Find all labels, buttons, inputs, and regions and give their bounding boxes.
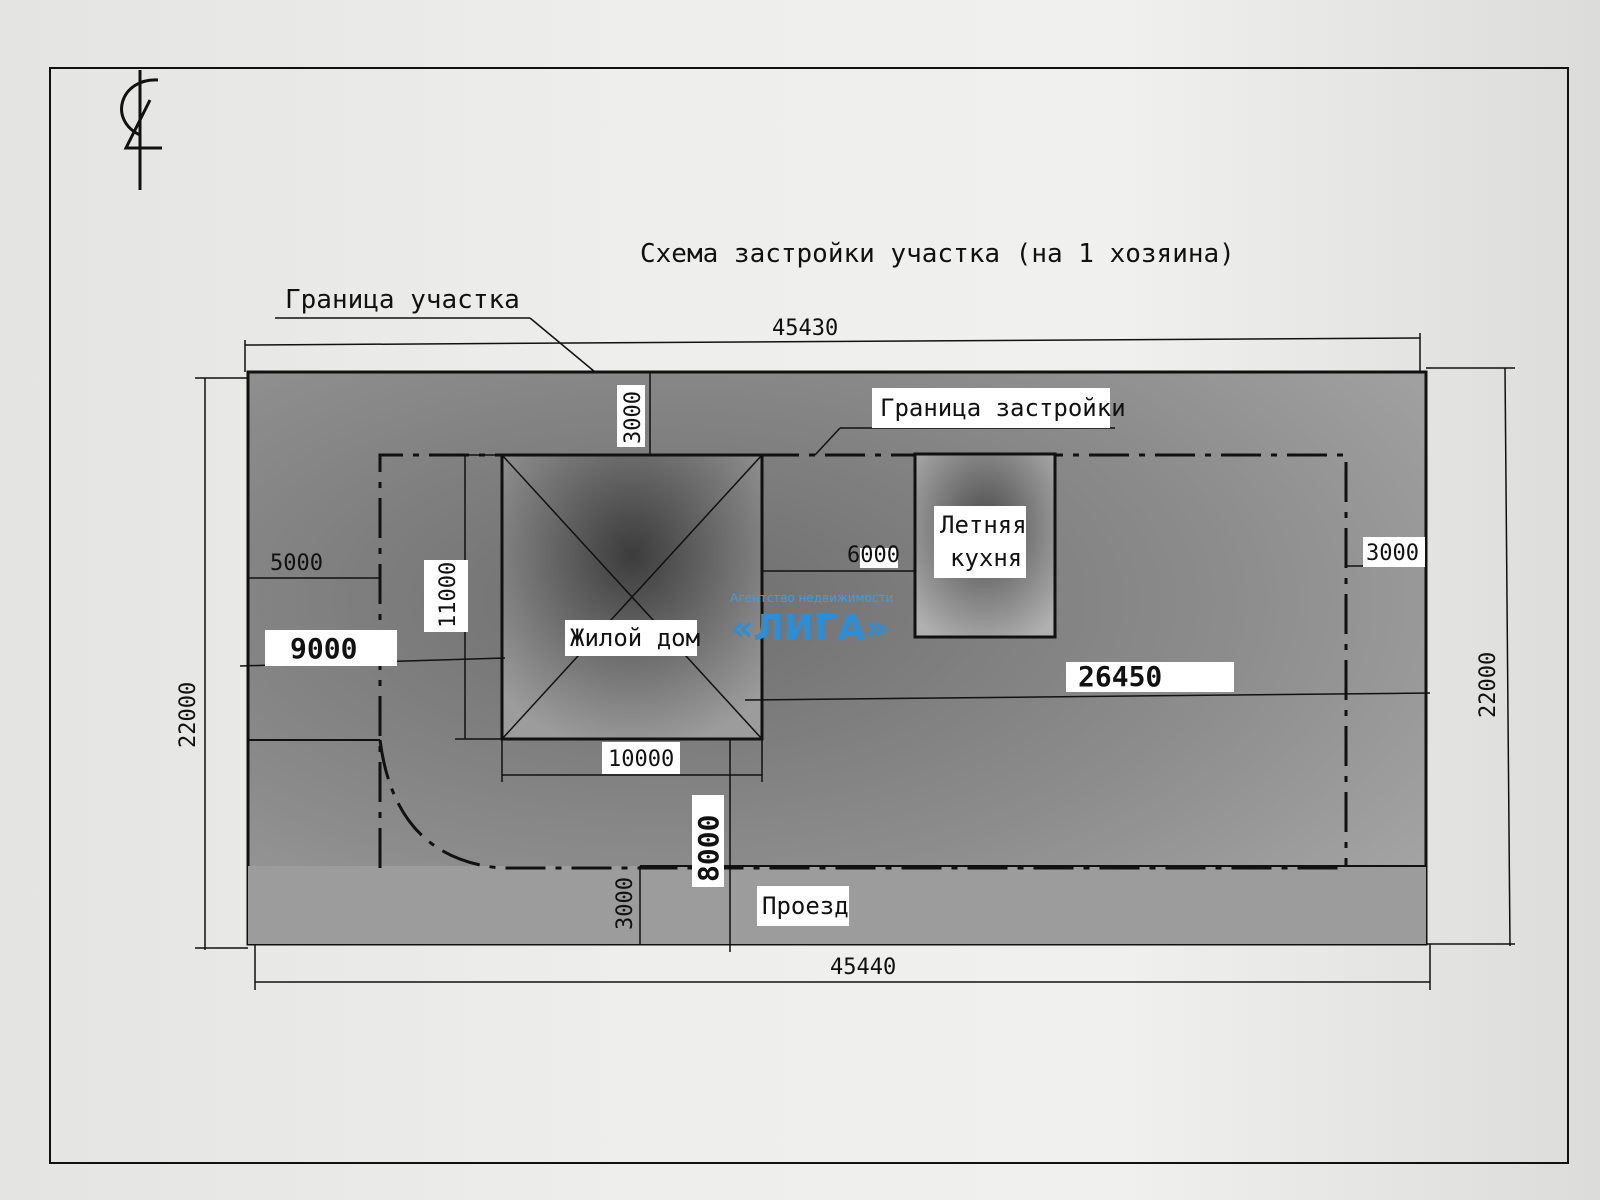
kitchen-label-line1: Летняя — [940, 511, 1027, 539]
house-label: Жилой дом — [570, 624, 700, 652]
dim-house-height: 11000 — [436, 562, 461, 628]
kitchen-label-line2: кухня — [950, 544, 1022, 572]
building-boundary-label: Граница застройки — [880, 394, 1126, 422]
dim-top-setback: 3000 — [621, 391, 646, 444]
dim-house-to-kitchen: 6000 — [847, 543, 900, 568]
watermark-logo: «ЛИГА» — [730, 608, 887, 649]
dim-house-to-road: 8000 — [692, 815, 725, 882]
dim-bottom-width: 45440 — [830, 955, 896, 980]
plot-boundary-label: Граница участка — [285, 285, 520, 315]
dim-house-width: 10000 — [608, 747, 674, 772]
drawing-title: Схема застройки участка (на 1 хозяина) — [640, 239, 1235, 269]
dimension-lines — [195, 317, 1515, 990]
drawing-frame — [49, 67, 1569, 1164]
watermark-caption: Агентство недвижимости — [730, 591, 893, 605]
dim-road-width: 3000 — [613, 877, 638, 930]
house-footprint — [500, 453, 764, 741]
plot-area — [246, 370, 1428, 946]
dim-right-setback: 3000 — [1366, 541, 1419, 566]
dim-house-to-right: 26450 — [1078, 660, 1162, 693]
dim-left-setback: 5000 — [270, 551, 323, 576]
dim-left-height: 22000 — [176, 682, 201, 748]
dim-right-height: 22000 — [1476, 652, 1501, 718]
dim-house-to-boundary: 9000 — [290, 632, 357, 665]
dim-top-width: 45430 — [772, 316, 838, 341]
north-arrow-icon — [120, 70, 162, 190]
driveway-label: Проезд — [762, 892, 849, 920]
